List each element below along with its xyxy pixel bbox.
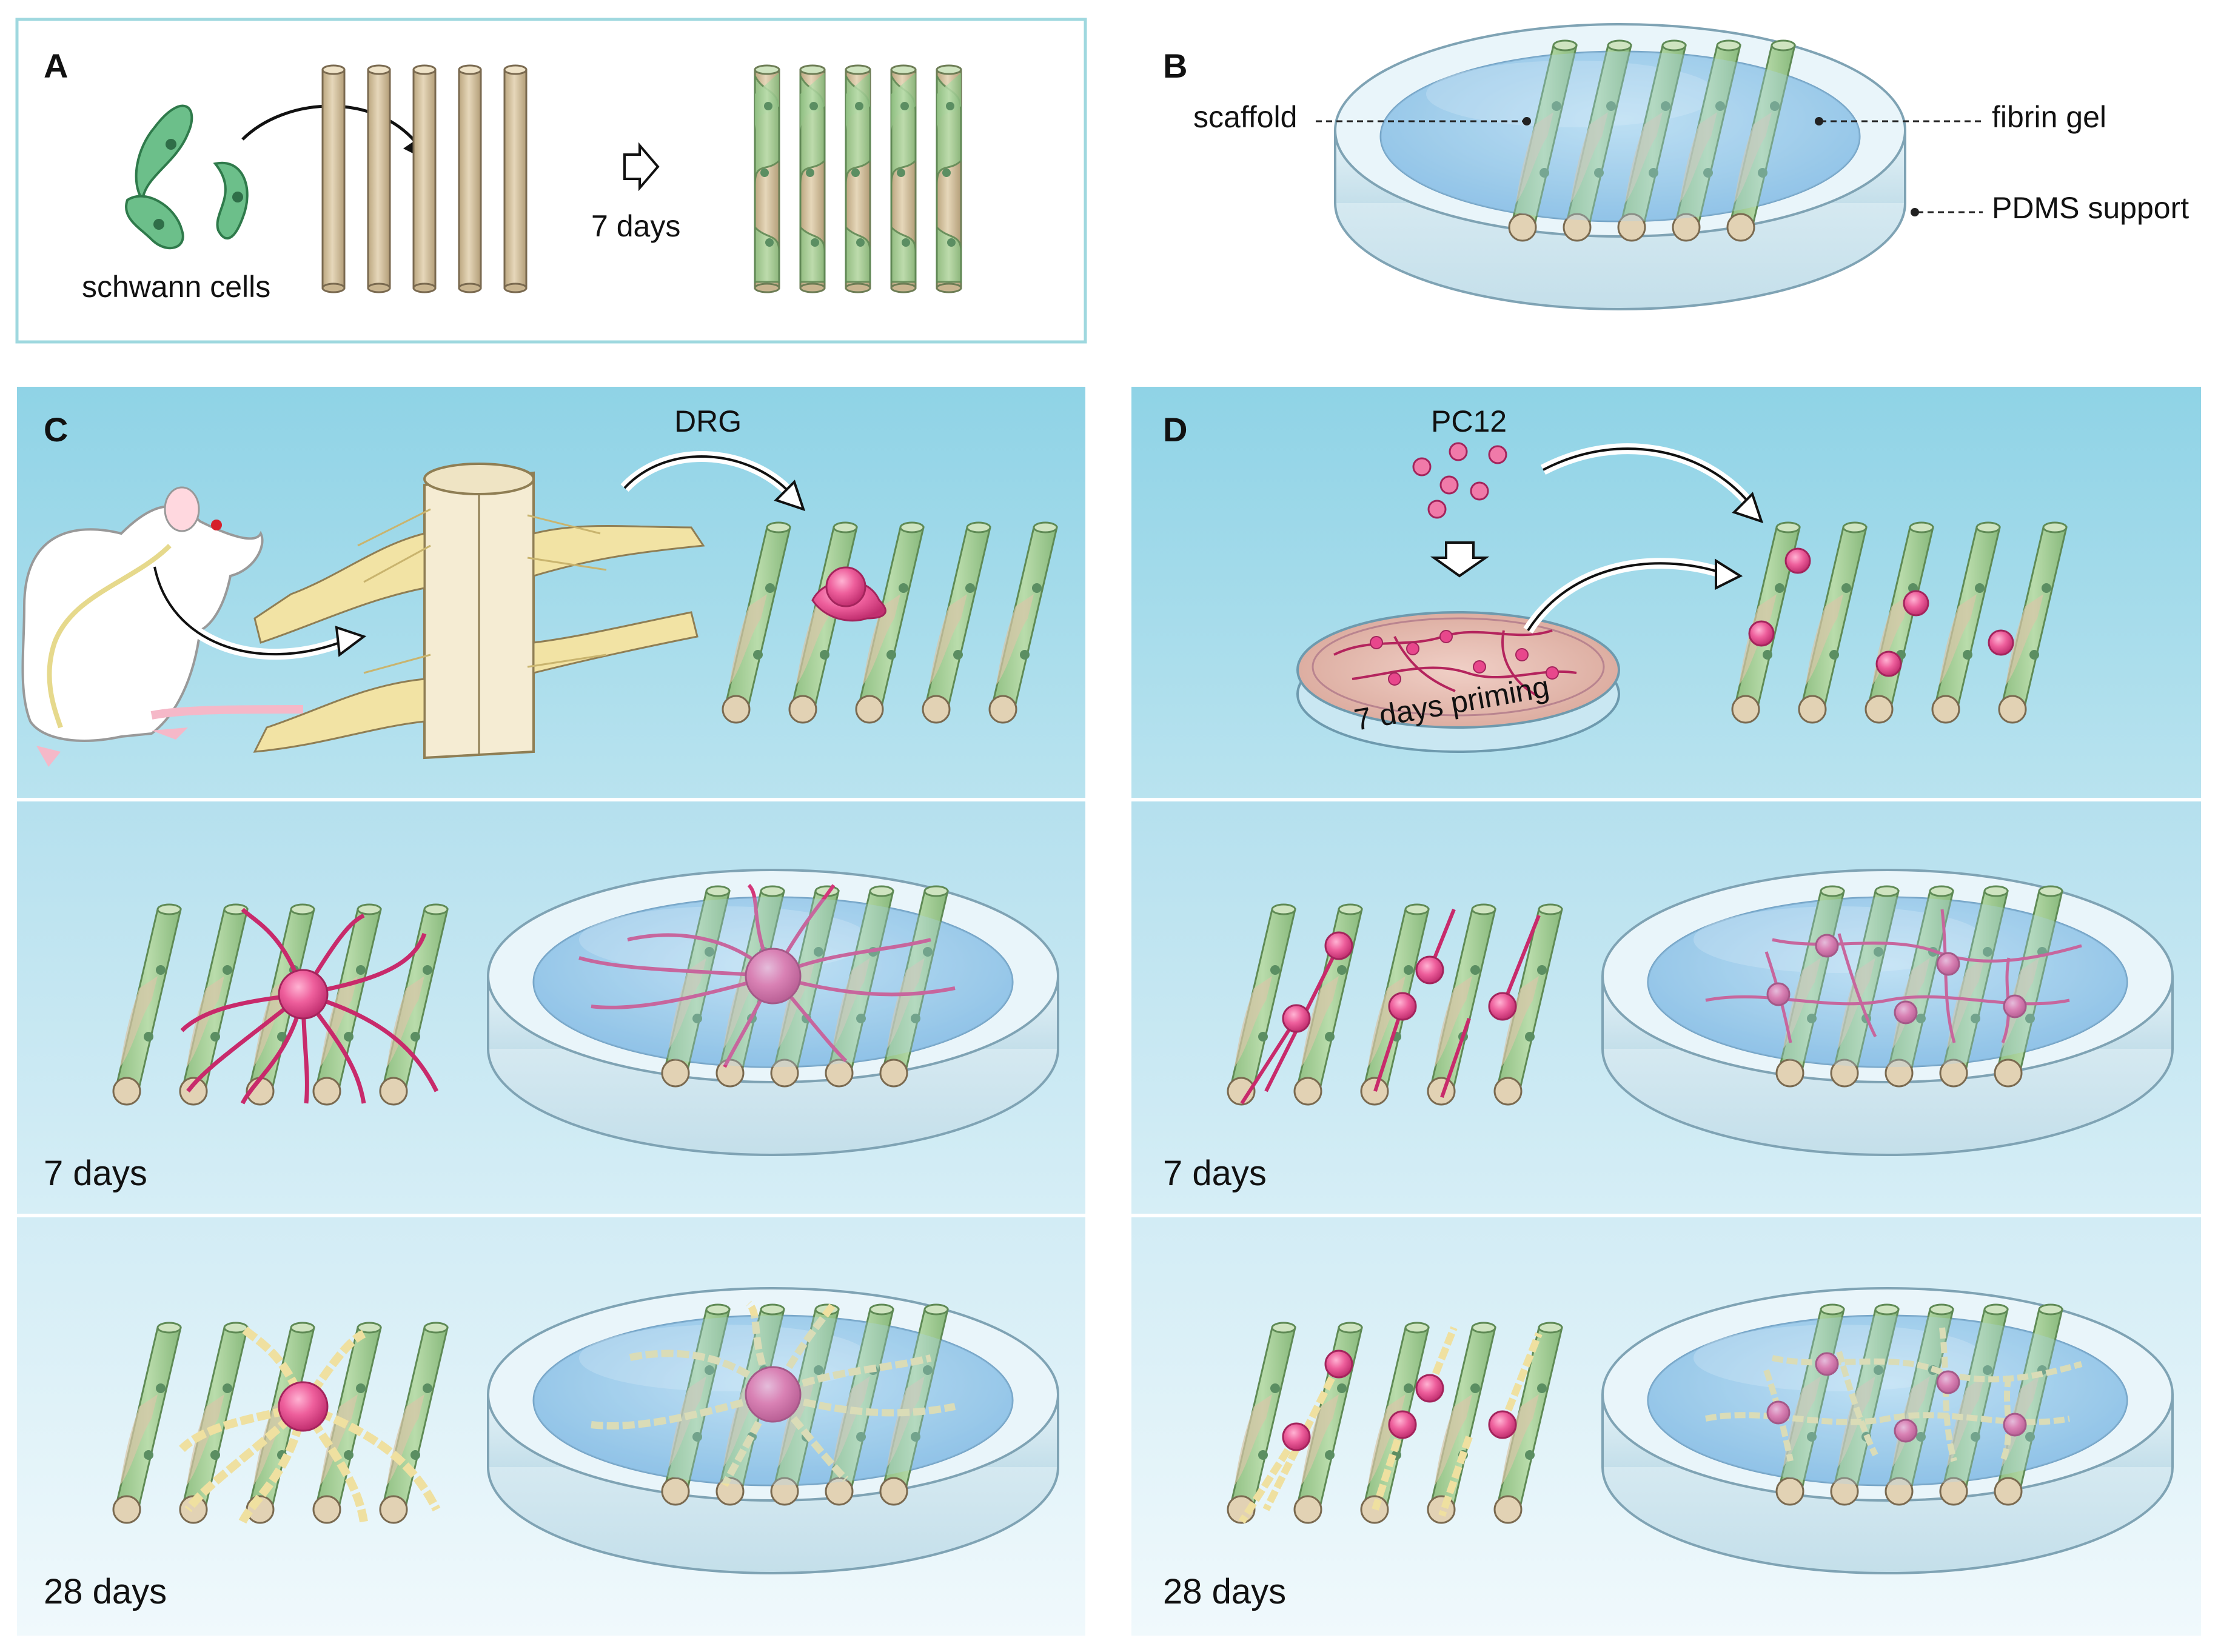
drg-label: DRG xyxy=(674,404,742,438)
pc12-day28-row: 28 days xyxy=(1163,1287,2174,1611)
rat-illustration xyxy=(21,486,304,767)
outline-down-arrow-icon xyxy=(1430,541,1490,578)
panel-c-letter: C xyxy=(44,410,68,449)
pc12-day7-dish xyxy=(1601,869,2174,1156)
outline-right-arrow-icon xyxy=(623,142,660,192)
pc12-cells-illustration xyxy=(1412,442,1507,519)
pc12-label: PC12 xyxy=(1431,404,1507,438)
panel-b: B scaffold fibrin gel PDMS support xyxy=(1163,23,2189,310)
pc12-day7-label: 7 days xyxy=(1163,1154,1267,1193)
fibrin-gel-label: fibrin gel xyxy=(1992,100,2106,134)
schwann-cells-label: schwann cells xyxy=(82,270,270,304)
pc12-day7-row: 7 days xyxy=(1163,869,2174,1193)
pc12-day28-dish xyxy=(1601,1287,2174,1574)
panel-d: D PC12 xyxy=(1131,387,2201,1636)
gel-dish-illustration xyxy=(1334,23,1906,310)
drg-day28-dish xyxy=(487,1287,1059,1574)
drg-day7-row: 7 days xyxy=(44,869,1059,1193)
panel-b-letter: B xyxy=(1163,47,1187,85)
pc12-day28-label: 28 days xyxy=(1163,1572,1286,1611)
panel-a: A schwann cells 7 days xyxy=(15,18,1087,344)
schwann-cells-illustration xyxy=(125,104,249,250)
drg-day7-label: 7 days xyxy=(44,1154,147,1193)
drg-day7-dish xyxy=(487,869,1059,1156)
duration-label: 7 days xyxy=(591,209,680,243)
drg-seeded-scaffold xyxy=(722,521,1058,724)
pdms-support-label: PDMS support xyxy=(1992,191,2189,225)
priming-petri-dish: 7 days priming xyxy=(1296,611,1620,753)
panel-c: C DRG xyxy=(17,387,1085,1636)
panel-d-letter: D xyxy=(1163,410,1187,449)
drg-day28-row: 28 days xyxy=(44,1287,1059,1611)
drg-day28-label: 28 days xyxy=(44,1572,167,1611)
pc12-seeded-scaffold xyxy=(1731,521,2068,724)
scaffold-label: scaffold xyxy=(1193,100,1297,134)
panel-a-letter: A xyxy=(44,47,68,85)
spinal-cord-illustration xyxy=(253,463,705,760)
